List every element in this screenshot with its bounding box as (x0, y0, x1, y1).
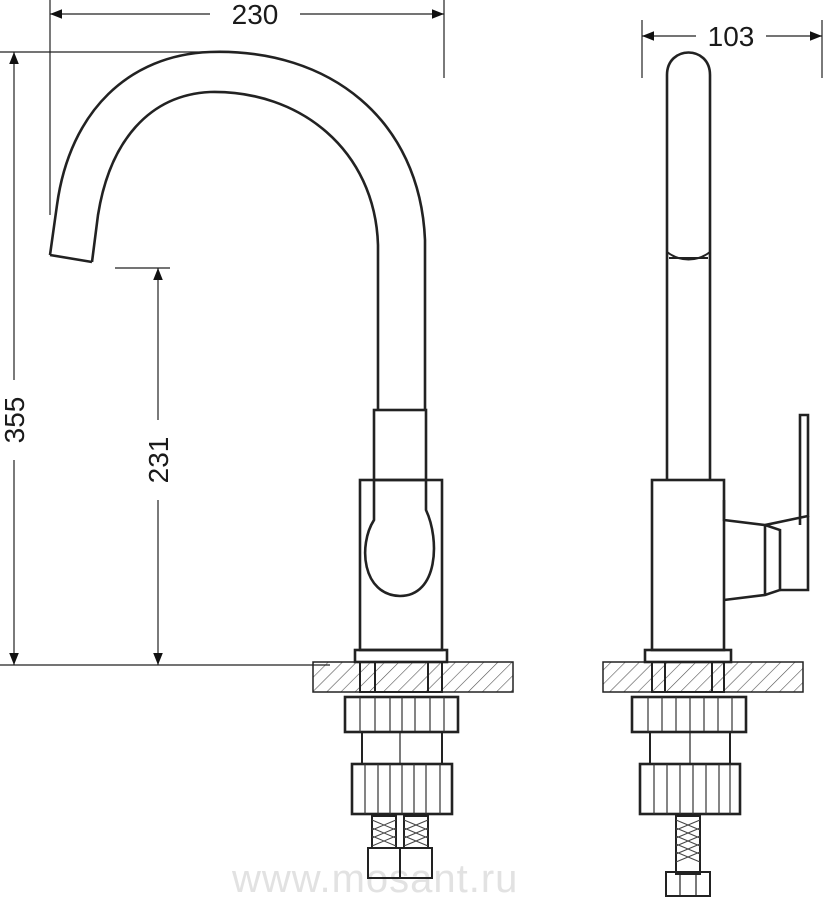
mounting-shank (361, 731, 443, 765)
spout-outer-curve (48, 50, 427, 410)
countertop-section (312, 661, 514, 693)
side-countertop (602, 661, 804, 693)
supply-hose-right (399, 815, 433, 879)
side-lower-nut (638, 762, 742, 816)
side-base-flange (643, 648, 733, 664)
side-body (650, 478, 726, 652)
dim-label-width-side: 103 (708, 21, 755, 52)
side-spout (665, 51, 712, 480)
front-view (48, 50, 514, 879)
body-lower (358, 478, 444, 652)
supply-hose-left (367, 815, 401, 879)
dim-label-height-spout: 231 (143, 437, 174, 484)
lever-handle (363, 480, 436, 598)
dimension-lines (0, 0, 823, 666)
base-flange (353, 648, 449, 664)
side-lever (722, 413, 810, 527)
dim-label-width-front: 230 (232, 0, 279, 30)
dim-label-height-total: 355 (0, 397, 30, 444)
side-view (602, 51, 810, 897)
body-upper (372, 408, 428, 482)
spout-tip (49, 253, 93, 264)
side-upper-nut (630, 695, 748, 734)
mount-hole (359, 661, 443, 693)
side-supply-hose (665, 815, 711, 897)
spout-inner-curve (90, 90, 380, 410)
